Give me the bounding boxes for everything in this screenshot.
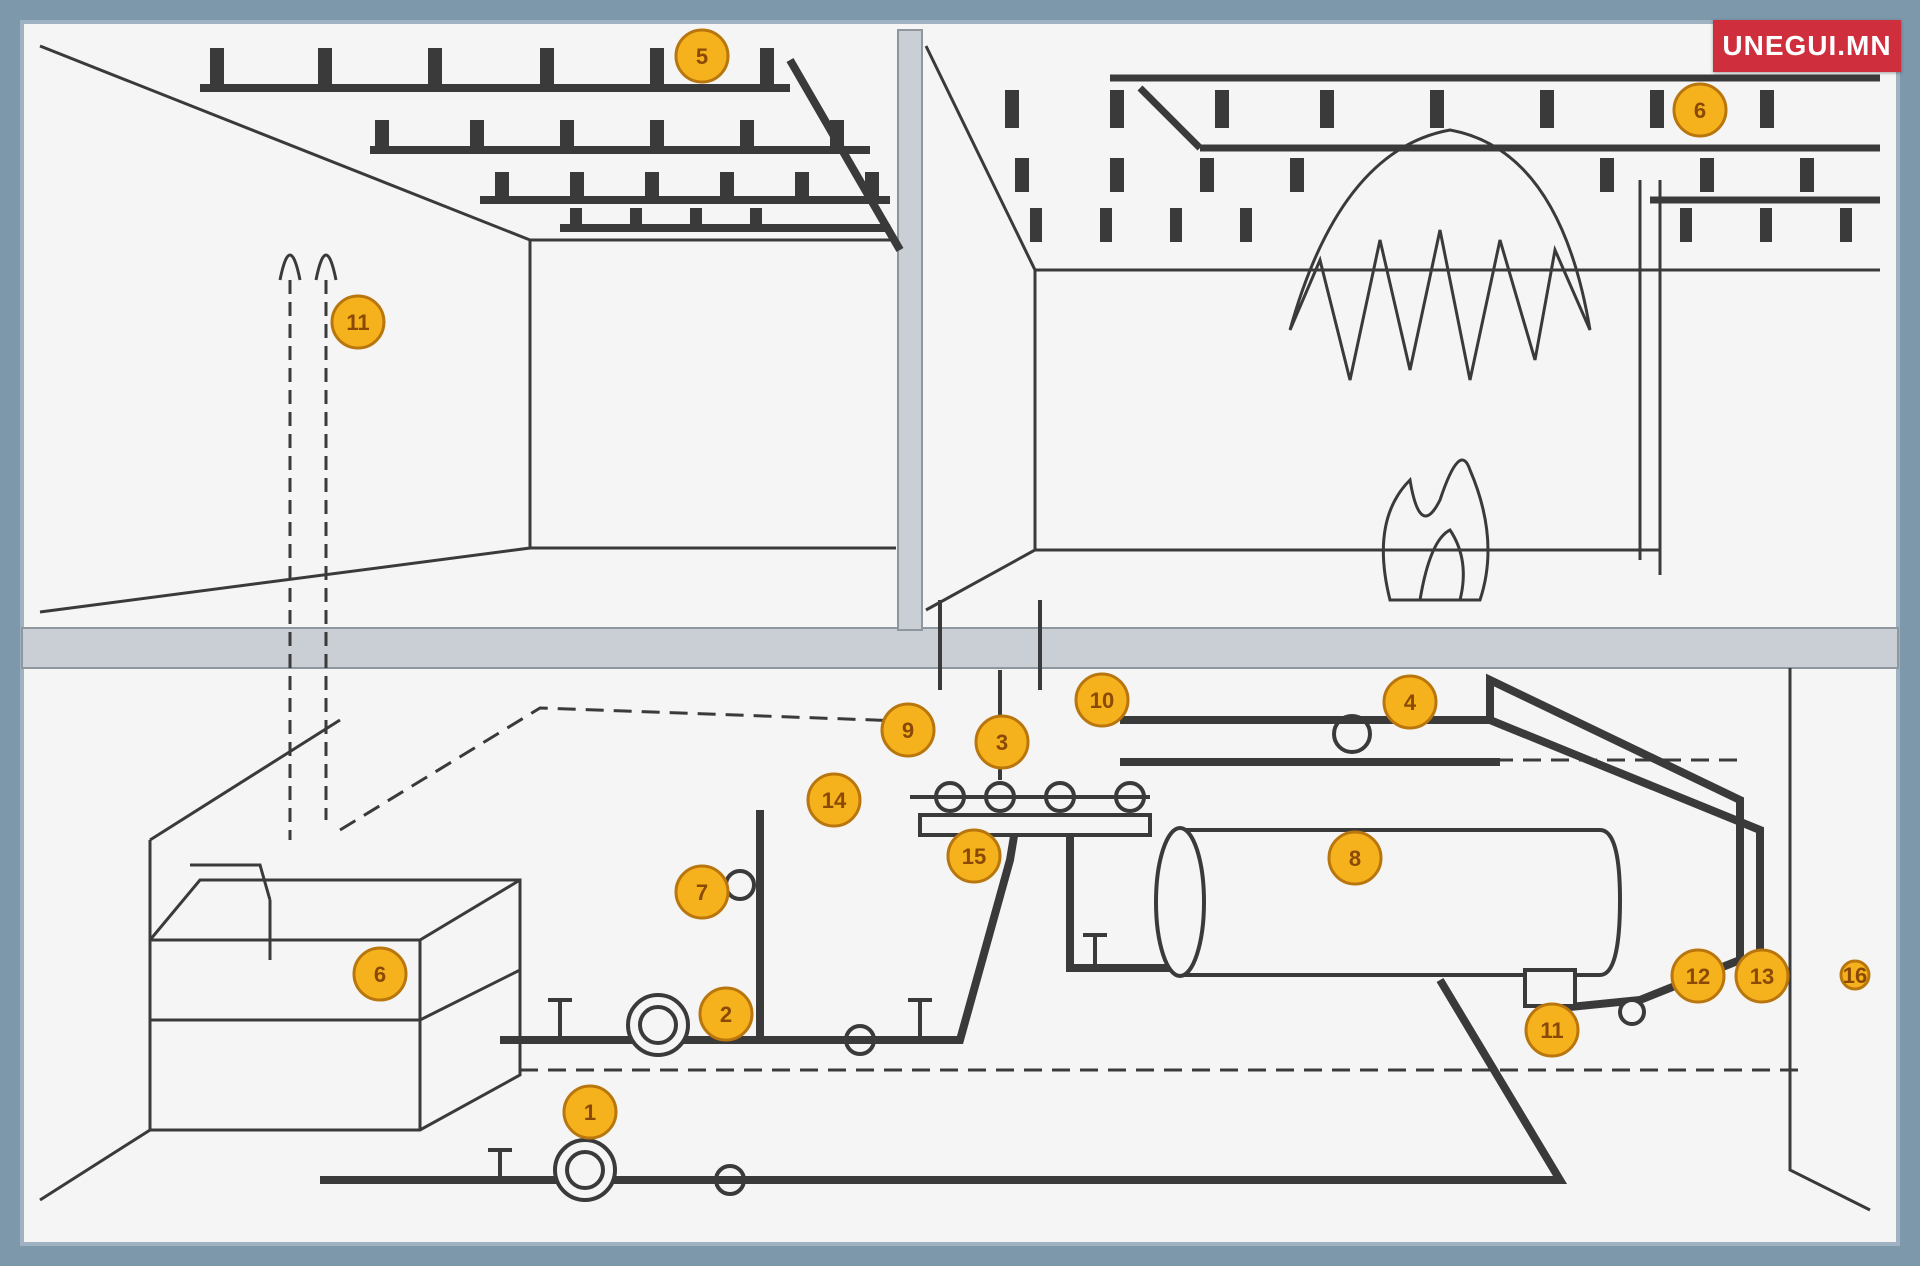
marker-12: 12 bbox=[1670, 948, 1726, 1004]
marker-3: 3 bbox=[974, 714, 1030, 770]
marker-14: 14 bbox=[806, 772, 862, 828]
marker-11: 11 bbox=[330, 294, 386, 350]
right-room-pillar bbox=[1638, 180, 1662, 575]
marker-8: 8 bbox=[1327, 830, 1383, 886]
marker-7: 7 bbox=[674, 864, 730, 920]
svg-text:1: 1 bbox=[584, 1100, 596, 1125]
left-room-back-wall bbox=[530, 238, 896, 550]
svg-text:9: 9 bbox=[902, 718, 914, 743]
upper-left-sprinkler-heads bbox=[210, 48, 879, 232]
svg-text:6: 6 bbox=[1694, 98, 1706, 123]
marker-6-upper: 6 bbox=[1672, 82, 1728, 138]
pressure-vessel bbox=[1154, 826, 1623, 978]
dividing-wall bbox=[897, 29, 923, 631]
watermark-badge: UNEGUI.MN bbox=[1713, 20, 1901, 72]
svg-text:12: 12 bbox=[1686, 964, 1710, 989]
water-tank-icon bbox=[148, 863, 522, 1132]
floor-slab bbox=[21, 627, 1899, 669]
marker-6-lower: 6 bbox=[352, 946, 408, 1002]
upper-right-sprinkler-heads bbox=[1005, 90, 1852, 242]
svg-text:6: 6 bbox=[374, 962, 386, 987]
svg-text:8: 8 bbox=[1349, 846, 1361, 871]
svg-text:10: 10 bbox=[1090, 688, 1114, 713]
svg-text:15: 15 bbox=[962, 844, 986, 869]
basement-back-wall bbox=[149, 718, 341, 842]
marker-15: 15 bbox=[946, 828, 1002, 884]
svg-text:11: 11 bbox=[346, 310, 369, 335]
pump-icon bbox=[626, 993, 690, 1057]
marker-10: 10 bbox=[1074, 672, 1130, 728]
svg-text:3: 3 bbox=[996, 730, 1008, 755]
marker-4: 4 bbox=[1382, 674, 1438, 730]
marker-5: 5 bbox=[674, 28, 730, 84]
svg-text:16: 16 bbox=[1843, 963, 1867, 988]
svg-text:7: 7 bbox=[696, 880, 708, 905]
basement-right-wall bbox=[1788, 668, 1871, 1212]
right-room-side-wall bbox=[924, 45, 1037, 612]
marker-9: 9 bbox=[880, 702, 936, 758]
flame-icon bbox=[1288, 128, 1592, 602]
upper-right-sprinkler-branches bbox=[1110, 74, 1880, 204]
compressor bbox=[1523, 968, 1646, 1026]
riser-outlet bbox=[278, 253, 338, 281]
marker-13: 13 bbox=[1734, 948, 1790, 1004]
marker-2: 2 bbox=[698, 986, 754, 1042]
upper-left-sprinkler-branches bbox=[200, 57, 904, 253]
svg-text:5: 5 bbox=[696, 44, 708, 69]
marker-1: 1 bbox=[562, 1084, 618, 1140]
marker-11-lower: 11 bbox=[1524, 1002, 1580, 1058]
pump-icon bbox=[553, 1138, 617, 1202]
left-room-riser bbox=[288, 280, 328, 840]
svg-text:11: 11 bbox=[1540, 1018, 1563, 1043]
valve-icon bbox=[488, 714, 1372, 1196]
svg-text:4: 4 bbox=[1404, 690, 1417, 715]
right-room-back-wall bbox=[1035, 268, 1880, 552]
svg-text:14: 14 bbox=[822, 788, 847, 813]
basement-dashed-pipes bbox=[339, 706, 1800, 1072]
marker-16: 16 bbox=[1839, 959, 1871, 991]
svg-text:13: 13 bbox=[1750, 964, 1774, 989]
svg-text:2: 2 bbox=[720, 1002, 732, 1027]
